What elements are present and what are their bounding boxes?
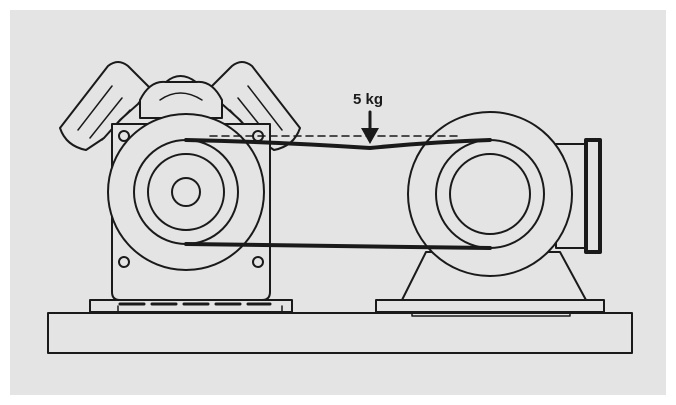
force-arrow <box>361 110 379 144</box>
compressor <box>59 61 301 313</box>
drive-belt <box>184 135 492 250</box>
base-plate <box>47 312 633 354</box>
force-label: 5 kg <box>353 91 383 108</box>
electric-motor <box>375 111 605 317</box>
